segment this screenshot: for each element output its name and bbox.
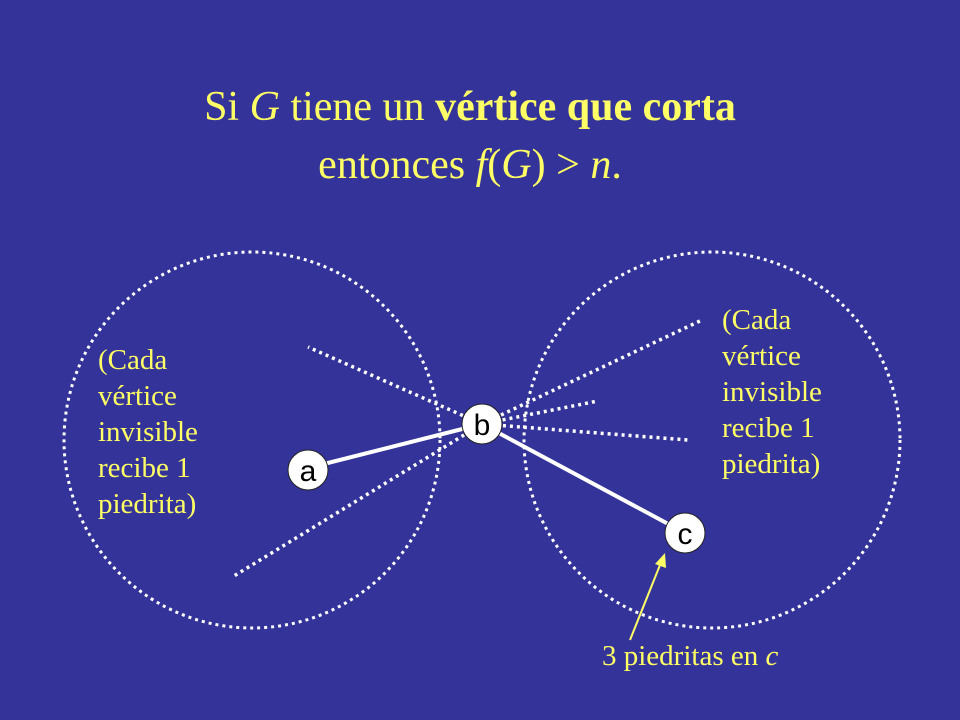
edge-b-c [481, 422, 686, 535]
title-line-2: entonces f(G) > n. [0, 136, 940, 194]
node-c-label: c [678, 518, 693, 551]
caption-var-c: c [765, 640, 779, 672]
edge-a-b [307, 422, 483, 470]
caption-arrow [629, 559, 663, 641]
title2-var-g: G [501, 142, 532, 188]
title-bold-term: vértice que corta [435, 84, 736, 130]
title2-close: ) > [531, 142, 591, 188]
node-a-label: a [300, 455, 317, 488]
caption-arrowhead [655, 553, 666, 568]
left-component-circle [62, 250, 442, 630]
caption-text: 3 piedritas en [602, 640, 766, 672]
node-b: b [461, 403, 503, 445]
title2-prefix: entonces [318, 142, 476, 188]
title-prefix: Si [204, 84, 250, 130]
invisible-edges [233, 318, 703, 578]
node-c: c [664, 512, 706, 554]
title-line-1: Si G tiene un vértice que corta [0, 78, 940, 136]
invisible-edge [307, 345, 483, 426]
title-middle: tiene un [279, 84, 436, 130]
node-b-label: b [474, 409, 491, 442]
left-note: (Cada vértice invisible recibe 1 piedrit… [98, 344, 198, 520]
title2-func: f [475, 142, 488, 188]
invisible-edge [481, 422, 689, 442]
invisible-edge [233, 422, 483, 578]
node-a: a [287, 449, 329, 491]
caption: 3 piedritas en c [602, 638, 778, 674]
invisible-edge [481, 318, 703, 426]
invisible-edge [481, 399, 599, 426]
title2-var-n: n [590, 142, 612, 188]
slide-title: Si G tiene un vértice que corta entonces… [0, 78, 940, 194]
right-note: (Cada vértice invisible recibe 1 piedrit… [722, 304, 822, 480]
right-component-circle [522, 250, 902, 630]
title2-open: ( [487, 142, 502, 188]
title2-suffix: . [611, 142, 622, 188]
title-var-g: G [249, 84, 280, 130]
